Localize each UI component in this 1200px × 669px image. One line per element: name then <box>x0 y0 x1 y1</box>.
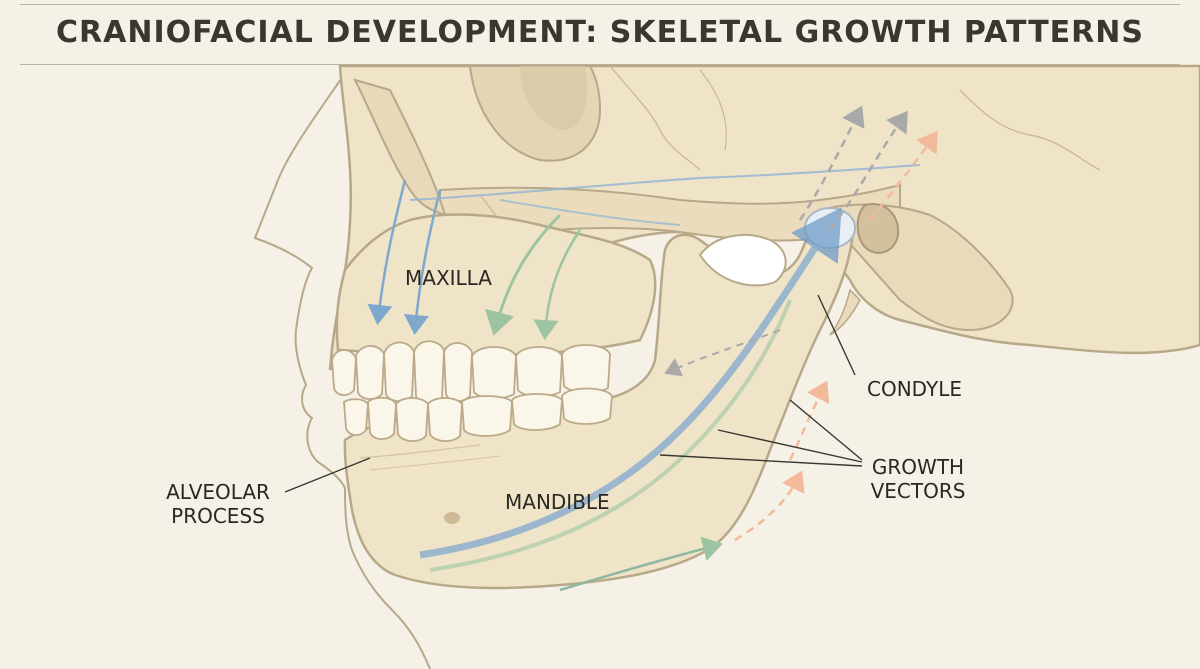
label-alveolar-line1: ALVEOLAR <box>166 480 270 504</box>
lower-teeth <box>343 387 613 442</box>
alveolar-leader <box>284 457 371 493</box>
label-mandible: MANDIBLE <box>505 490 610 514</box>
label-alveolar-line2: PROCESS <box>171 504 265 528</box>
growth-leader-3 <box>659 454 863 467</box>
maxilla-vector-green-2 <box>533 229 582 340</box>
label-alveolar-process: ALVEOLAR PROCESS <box>160 480 276 528</box>
mental-foramen <box>444 512 460 524</box>
maxilla-vector-green-1 <box>485 213 562 336</box>
label-maxilla: MAXILLA <box>405 266 492 290</box>
label-growth-vectors-line1: GROWTH <box>871 455 965 479</box>
maxilla-vector-blue-2 <box>403 189 442 335</box>
label-condyle: CONDYLE <box>867 377 962 401</box>
ramus-vector-gray <box>798 105 865 221</box>
page-title: CRANIOFACIAL DEVELOPMENT: SKELETAL GROWT… <box>56 14 1144 50</box>
growth-leader-2 <box>717 429 863 463</box>
condyle-leader <box>817 294 856 376</box>
label-growth-vectors: GROWTH VECTORS <box>866 455 970 503</box>
sigmoid-notch <box>698 234 787 287</box>
ramus-vector-peach <box>869 130 938 221</box>
facial-profile-outline <box>253 65 431 669</box>
forward-growth-vector <box>559 536 723 592</box>
label-growth-vectors-line2: VECTORS <box>870 479 966 503</box>
maxilla-vector-blue-1 <box>367 179 407 325</box>
condyle-growth-vector <box>419 207 842 559</box>
title-top-rule <box>20 4 1180 5</box>
nasal-bone <box>353 78 447 217</box>
ear-canal <box>856 203 900 254</box>
growth-leader-1 <box>789 399 863 461</box>
title-bottom-rule <box>20 64 1180 65</box>
